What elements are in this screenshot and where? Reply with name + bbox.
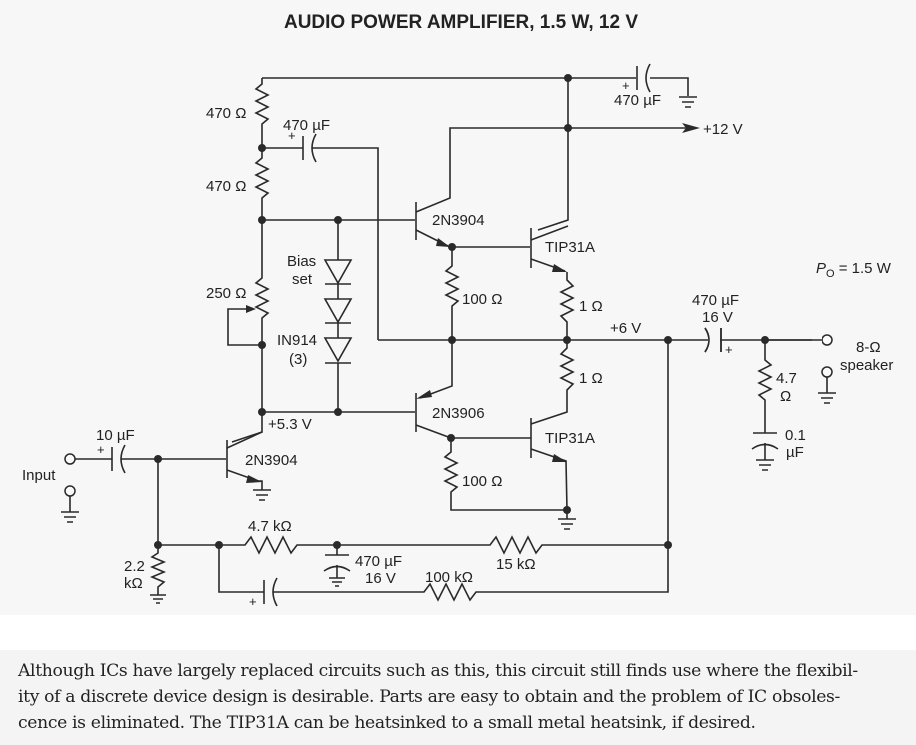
output-cap-polarity: +: [725, 342, 733, 357]
caption-text: Although ICs have largely replaced circu…: [18, 658, 908, 736]
resistor-470-top: [254, 78, 270, 148]
wire: [419, 340, 453, 399]
emitter-arrow-icon: [552, 264, 567, 272]
r1-top-label: 1 Ω: [579, 298, 603, 315]
caption-line: ity of a discrete device design is desir…: [18, 687, 840, 707]
resistor-100k: [273, 582, 536, 602]
ground-icon: [558, 510, 576, 530]
zobel-c-value: 0.1: [785, 427, 806, 444]
zobel-capacitor: [751, 432, 779, 471]
feedback-wire: [536, 340, 669, 593]
cap-gap: [708, 336, 720, 344]
supply-wire: [449, 127, 690, 188]
input-terminal[interactable]: [64, 453, 76, 465]
q-input-label: 2N3904: [245, 452, 298, 469]
emitter-arrow-icon: [552, 454, 567, 462]
r4k7-label: 4.7 kΩ: [248, 518, 292, 535]
r100-bottom-label: 100 Ω: [462, 473, 502, 490]
speaker-terminal[interactable]: [821, 334, 833, 346]
resistor-100-bottom: [443, 438, 567, 511]
bias-voltage-label: +5.3 V: [268, 416, 312, 433]
power-label-rest: = 1.5 W: [835, 260, 892, 277]
bias-label-line2: set: [292, 271, 313, 288]
resistor-100-top: [444, 247, 460, 340]
ground-icon: [61, 496, 79, 523]
output-cap-label: 470 µF: [692, 292, 739, 309]
pot-label: 250 Ω: [206, 285, 246, 302]
diagram-title: AUDIO POWER AMPLIFIER, 1.5 W, 12 V: [284, 12, 638, 33]
decoupling-cap-voltage: 16 V: [365, 570, 396, 587]
resistor-470-mid: [254, 148, 270, 220]
resistor-2.2k: [149, 545, 167, 604]
transistor-2n3906-driver: [415, 393, 452, 439]
top-rail-wire: [262, 77, 689, 96]
input-cap-polarity: +: [97, 442, 105, 457]
supply-voltage-label: +12 V: [703, 121, 743, 138]
transistor-tip31a-bottom: [530, 418, 568, 511]
q-driver-bottom-label: 2N3906: [432, 405, 485, 422]
zobel-r-value: 4.7: [776, 370, 797, 387]
bias-label-line1: Bias: [287, 253, 316, 270]
r470-mid-label: 470 Ω: [206, 178, 246, 195]
supply-cap-label: 470 µF: [614, 92, 661, 109]
speaker-label-line1: 8-Ω: [856, 339, 881, 356]
pot-wiper-wire: [227, 308, 262, 346]
q-output-bottom-label: TIP31A: [545, 430, 595, 447]
emitter-arrow-icon: [436, 238, 450, 247]
bootstrap-cap-polarity: +: [288, 128, 296, 143]
r2k2-label-line1: 2.2: [124, 558, 145, 575]
caption-line: Although ICs have largely replaced circu…: [18, 661, 858, 681]
output-capacitor-plates: [704, 327, 722, 353]
supply-capacitor: [636, 63, 651, 93]
supply-cap-polarity: +: [622, 78, 630, 93]
bias-diodes: [323, 220, 353, 412]
zobel-c-unit: µF: [786, 444, 804, 461]
speaker-ground-terminal[interactable]: [821, 366, 833, 378]
diode-label-line2: (3): [289, 351, 307, 368]
wire: [231, 412, 263, 443]
caption-line: cence is eliminated. The TIP31A can be h…: [18, 713, 756, 733]
bootstrap-capacitor: [302, 133, 379, 340]
r1-bottom-label: 1 Ω: [579, 370, 603, 387]
arrow-icon: [682, 123, 700, 133]
r100k-label: 100 kΩ: [425, 569, 473, 586]
input-label: Input: [22, 467, 56, 484]
output-cap-voltage: 16 V: [702, 309, 733, 326]
midpoint-voltage-label: +6 V: [610, 320, 641, 337]
r470-top-label: 470 Ω: [206, 105, 246, 122]
decoupling-cap-label: 470 µF: [355, 553, 402, 570]
ground-icon: [679, 96, 697, 108]
emitter-arrow-icon: [416, 390, 432, 399]
potentiometer-250: [254, 220, 270, 345]
r15k-label: 15 kΩ: [496, 556, 536, 573]
q-output-top-label: TIP31A: [545, 239, 595, 256]
power-label: PO = 1.5 W: [816, 260, 892, 280]
power-label-p: P: [816, 260, 826, 277]
feedback-cap-polarity: +: [249, 594, 257, 609]
bootstrap-cap-label: 470 µF: [283, 117, 330, 134]
input-cap-label: 10 µF: [96, 427, 135, 444]
resistor-4.7-zobel: [757, 340, 773, 433]
ground-icon: [253, 489, 271, 501]
wiper-arrow-icon: [246, 305, 256, 313]
feedback-resistor-chain: [158, 535, 668, 555]
schematic: AUDIO POWER AMPLIFIER, 1.5 W, 12 V + 470…: [22, 12, 893, 609]
r2k2-label-line2: kΩ: [124, 575, 143, 592]
resistor-1-top: [559, 272, 575, 340]
wire: [218, 545, 264, 593]
diode-label-line1: IN914: [277, 332, 317, 349]
resistor-1-bottom: [530, 340, 575, 425]
decoupling-capacitor: [323, 545, 351, 587]
collector-wire-top: [537, 78, 569, 231]
caption-panel: Although ICs have largely replaced circu…: [0, 650, 916, 745]
speaker-label-line2: speaker: [840, 357, 893, 374]
r100-top-label: 100 Ω: [462, 291, 502, 308]
schematic-panel: AUDIO POWER AMPLIFIER, 1.5 W, 12 V + 470…: [22, 12, 894, 609]
input-ground-terminal[interactable]: [64, 485, 76, 497]
emitter-arrow-icon: [246, 475, 262, 483]
ground-icon: [818, 377, 836, 404]
power-label-sub: O: [826, 268, 835, 280]
q-driver-top-label: 2N3904: [432, 212, 485, 229]
zobel-r-unit: Ω: [780, 388, 791, 405]
